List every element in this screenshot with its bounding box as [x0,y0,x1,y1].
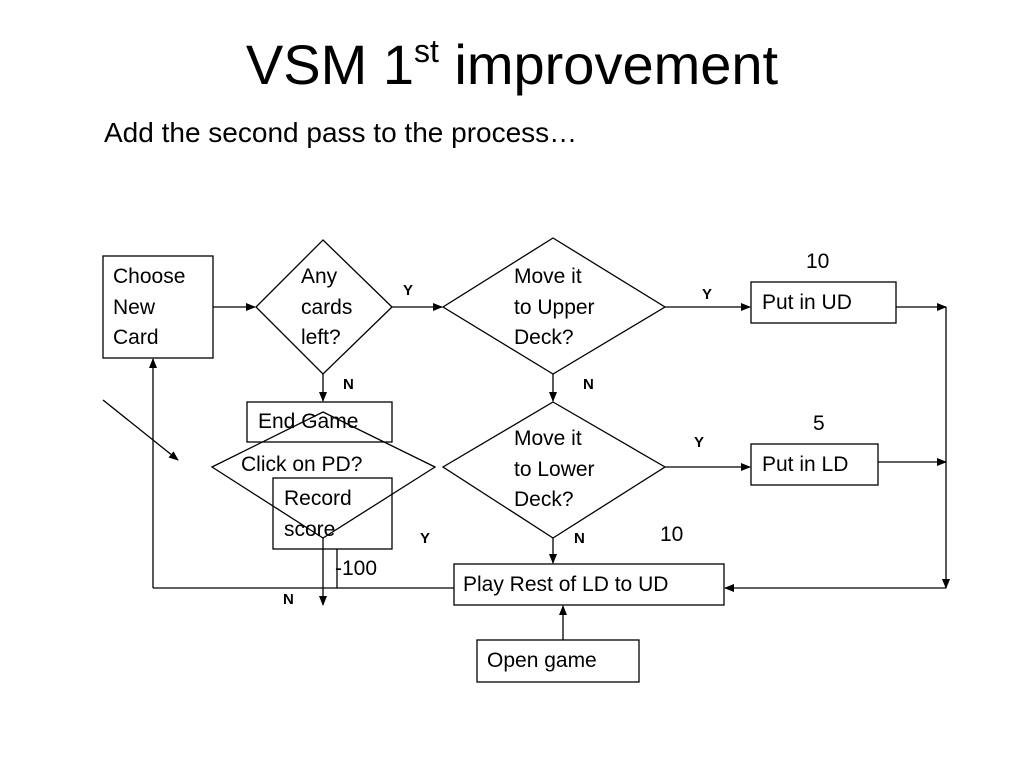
put-ud-label: Put in UD [762,291,852,314]
edge-label-lower-no: N [574,530,585,547]
play-rest-label: Play Rest of LD to UD [463,573,669,596]
edge-label-pd-no: N [283,591,294,608]
end-game-box [246,401,393,443]
move-lower-label: Move it to Lower Deck? [514,427,595,511]
edge-label-pd-yes: Y [420,530,431,547]
value-play-rest: 10 [660,523,684,546]
record-score-label: Record score [284,487,352,541]
move-upper-label: Move it to Upper Deck? [514,265,595,349]
open-game-label: Open game [487,649,597,672]
click-pd-label: Click on PD? [241,453,363,476]
record-score-box [272,477,393,550]
edge-label-any-yes: Y [403,282,414,299]
value-put-ld: 5 [813,412,825,435]
end-game-label: End Game [258,410,359,433]
edge-label-upper-no: N [583,376,594,393]
play-rest-box [453,563,725,606]
put-ud-box [750,281,897,324]
slide-subtitle: Add the second pass to the process… [104,117,578,148]
edge-label-lower-yes: Y [694,434,705,451]
slide-title: VSM 1st improvement [245,33,779,96]
put-ld-label: Put in LD [762,453,849,476]
choose-new-card-label: Choose New Card [113,265,186,349]
edge-diagonal-pointer [102,399,179,461]
value-record: -100 [335,557,378,580]
value-put-ud: 10 [806,250,830,273]
choose-new-card-box [102,255,214,359]
any-cards-left-label: Any cards left? [301,265,353,349]
open-game-box [476,639,640,683]
edge-label-upper-yes: Y [702,286,713,303]
put-ld-box [750,443,879,486]
edge-label-any-no: N [343,376,354,393]
